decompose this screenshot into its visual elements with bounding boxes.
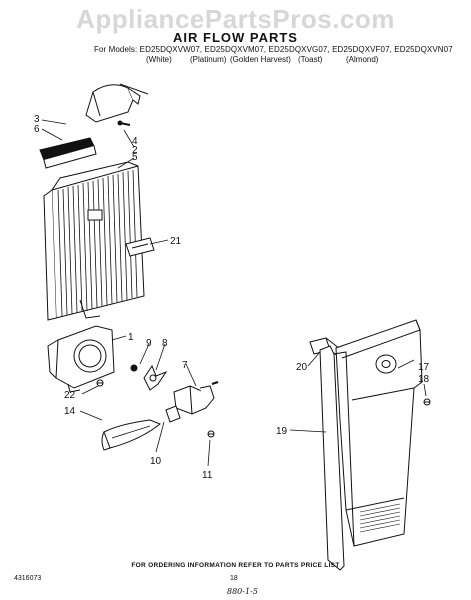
- part-1-fan-shroud: [47, 325, 115, 393]
- leader-lines: [41, 119, 427, 467]
- callout-19: 19: [276, 426, 288, 437]
- callout-6: 6: [34, 124, 40, 135]
- part-9-grommet: [130, 364, 138, 372]
- ordering-note: FOR ORDERING INFORMATION REFER TO PARTS …: [131, 562, 340, 569]
- color-golden-harvest: (Golden Harvest): [230, 55, 291, 64]
- callout-7: 7: [182, 360, 188, 371]
- handwritten-note: 880-1-5: [227, 587, 258, 596]
- document-part-number: 4316073: [14, 575, 42, 582]
- callout-8: 8: [162, 338, 168, 349]
- part-21-clip: [125, 237, 155, 257]
- callout-4: 4: [132, 136, 138, 147]
- color-almond: (Almond): [346, 55, 379, 64]
- part-14-wire-harness: [101, 419, 161, 451]
- callout-9: 9: [146, 338, 152, 349]
- part-3-damper: [39, 137, 97, 169]
- callout-10: 10: [150, 456, 162, 467]
- part-7-fan-motor: [173, 381, 219, 415]
- part-22-screw: [96, 379, 104, 387]
- callout-5: 5: [132, 152, 138, 163]
- callout-2: 2: [132, 145, 138, 156]
- callout-labels: 3 6 4 2 5 21 1 9 8 7 22 14 10 11 20 17 1…: [34, 114, 430, 481]
- callout-22: 22: [64, 390, 76, 401]
- callout-11: 11: [202, 470, 213, 481]
- color-white: (White): [146, 55, 172, 64]
- callout-14: 14: [64, 406, 76, 417]
- part-19-liner-panel: [319, 319, 423, 571]
- page-title: AIR FLOW PARTS: [173, 30, 298, 45]
- part-10-motor-mount: [165, 405, 181, 423]
- watermark: AppliancePartsPros.com: [76, 4, 395, 34]
- color-toast: (Toast): [298, 55, 323, 64]
- part-18-screw: [423, 398, 431, 406]
- callout-1: 1: [128, 332, 134, 343]
- callout-20: 20: [296, 362, 308, 373]
- color-platinum: (Platinum): [190, 55, 227, 64]
- part-2-duct-cover: [85, 83, 149, 123]
- models-line: For Models: ED25DQXVW07, ED25DQXVM07, ED…: [94, 45, 453, 54]
- callout-21: 21: [170, 236, 182, 247]
- callout-17: 17: [418, 362, 430, 373]
- part-11-screw: [207, 430, 215, 438]
- part-8-fan-blade: [143, 364, 168, 391]
- callout-3: 3: [34, 114, 40, 125]
- page-number: 18: [230, 575, 238, 582]
- part-4-screw: [117, 120, 131, 126]
- part-5-evaporator-cover: [43, 161, 145, 321]
- callout-18: 18: [418, 374, 430, 385]
